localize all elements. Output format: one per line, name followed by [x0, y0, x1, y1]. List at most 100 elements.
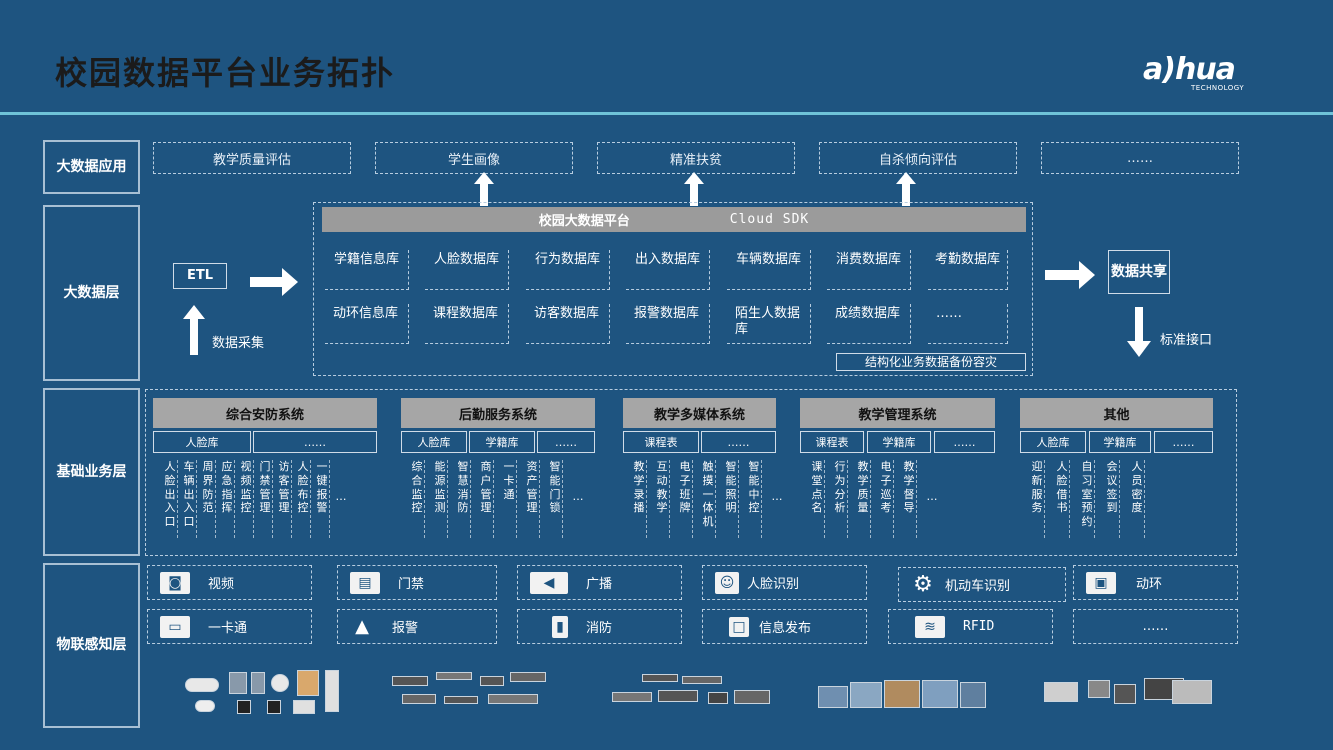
platform-title: 校园大数据平台 [538, 214, 630, 229]
sensing-face-recognition: ☺人脸识别 [702, 565, 867, 600]
business-item: 人脸出入口 [163, 460, 178, 538]
business-item: 一键报警 [315, 460, 330, 538]
app-teaching-quality: 教学质量评估 [153, 142, 351, 174]
system-teaching-mgmt: 教学管理系统 [800, 398, 995, 428]
db-consumption: 消费数据库 [827, 250, 911, 290]
business-item: 课堂点名 [810, 460, 825, 538]
badge-icon: ▤ [350, 571, 380, 594]
speaker-icon: ◀ [530, 571, 568, 594]
business-item: 教学质量 [856, 460, 871, 538]
sensing-more: …… [1073, 609, 1238, 644]
business-item: … [572, 490, 584, 503]
screen-icon: □ [729, 616, 749, 637]
db-attendance: 考勤数据库 [928, 250, 1008, 290]
cloud-sdk-label: Cloud SDK [729, 212, 810, 227]
layer-label-bigdata: 大数据层 [43, 205, 140, 381]
db-environment: 动环信息库 [325, 304, 409, 344]
sensing-vehicle-recognition: ⚙机动车识别 [898, 567, 1066, 602]
business-item: 会议签到 [1105, 460, 1120, 538]
business-item: 教学录播 [632, 460, 647, 538]
rfid-icon: ≋ [915, 615, 945, 638]
db-grades: 成绩数据库 [827, 304, 911, 344]
system-logistics-items: 综合监控 能源监测 智慧消防 商户管理 一卡通 资产管理 智能门锁 … [410, 460, 585, 538]
system-other-sub: 学籍库 [1089, 431, 1151, 453]
sensing-environment: ▣动环 [1073, 565, 1238, 600]
sensing-fire: ▮消防 [517, 609, 682, 644]
business-item: 互动教学 [655, 460, 670, 538]
business-item: 一卡通 [502, 460, 517, 538]
system-logistics-sub: 学籍库 [469, 431, 535, 453]
db-face: 人脸数据库 [425, 250, 509, 290]
arrow-up-icon [684, 172, 704, 206]
business-item: … [335, 490, 347, 503]
face-icon: ☺ [715, 571, 739, 594]
app-more: …… [1041, 142, 1239, 174]
system-security-sub: 人脸库 [153, 431, 251, 453]
business-item: 车辆出入口 [182, 460, 197, 538]
business-item: 资产管理 [525, 460, 540, 538]
data-share-box: 数据共享 [1108, 250, 1170, 294]
app-suicide-risk: 自杀倾向评估 [819, 142, 1017, 174]
system-logistics-sub: …… [537, 431, 595, 453]
business-frame [145, 389, 1237, 556]
extinguisher-icon: ▮ [552, 615, 568, 638]
business-item: 迎新服务 [1030, 460, 1045, 538]
system-multimedia-sub: …… [701, 431, 776, 453]
device-group-display-wall [818, 678, 988, 710]
system-other: 其他 [1020, 398, 1213, 428]
bigdata-platform-frame [313, 202, 1033, 376]
app-student-profile: 学生画像 [375, 142, 573, 174]
arrow-down-icon [1127, 307, 1151, 361]
arrow-up-icon [183, 305, 205, 359]
business-item: 综合监控 [410, 460, 425, 538]
system-other-sub: …… [1154, 431, 1213, 453]
arrow-up-icon [474, 172, 494, 206]
system-security: 综合安防系统 [153, 398, 377, 428]
system-multimedia-sub: 课程表 [623, 431, 699, 453]
business-item: 门禁管理 [258, 460, 273, 538]
alarm-light-icon: ▲ [355, 616, 369, 637]
monitor-icon: ▣ [1086, 571, 1116, 594]
db-alarm: 报警数据库 [626, 304, 710, 344]
business-item: 教学督导 [902, 460, 917, 538]
sensing-alarm: ▲报警 [337, 609, 497, 644]
business-item: 访客管理 [277, 460, 292, 538]
business-item: 智慧消防 [456, 460, 471, 538]
system-teaching-mgmt-sub: …… [934, 431, 995, 453]
sensing-video: ◙视频 [147, 565, 312, 600]
standard-interface-label: 标准接口 [1160, 333, 1213, 348]
arrow-right-icon [250, 268, 298, 300]
db-stranger: 陌生人数据库 [727, 304, 811, 344]
sensing-info-release: □信息发布 [702, 609, 867, 644]
device-group-security [185, 670, 350, 720]
business-item: 商户管理 [479, 460, 494, 538]
db-access: 出入数据库 [626, 250, 710, 290]
sensing-card: ▭一卡通 [147, 609, 312, 644]
business-item: 智能门锁 [548, 460, 563, 538]
layer-label-iot: 物联感知层 [43, 563, 140, 728]
business-item: 人脸布控 [296, 460, 311, 538]
system-security-sub: …… [253, 431, 377, 453]
app-poverty-aid: 精准扶贫 [597, 142, 795, 174]
business-item: … [926, 490, 938, 503]
layer-label-app: 大数据应用 [43, 140, 140, 194]
system-other-sub: 人脸库 [1020, 431, 1086, 453]
gear-icon: ⚙ [913, 572, 933, 597]
db-student-info: 学籍信息库 [325, 250, 409, 290]
logo-subtext: TECHNOLOGY [1191, 84, 1245, 92]
db-more: …… [928, 304, 1008, 344]
sensing-rfid: ≋RFID [888, 609, 1053, 644]
business-item: 周界防范 [201, 460, 216, 538]
sensing-broadcast: ◀广播 [517, 565, 682, 600]
db-vehicle: 车辆数据库 [727, 250, 811, 290]
business-item: 视频监控 [239, 460, 254, 538]
business-item: 自习室预约 [1080, 460, 1095, 538]
system-multimedia: 教学多媒体系统 [623, 398, 776, 428]
business-item: 人脸借书 [1055, 460, 1070, 538]
card-icon: ▭ [160, 615, 190, 638]
business-item: … [771, 490, 783, 503]
business-item: 触摸一体机 [701, 460, 716, 538]
arrow-right-icon [1045, 261, 1095, 293]
system-logistics-sub: 人脸库 [401, 431, 467, 453]
arrow-up-icon [896, 172, 916, 206]
